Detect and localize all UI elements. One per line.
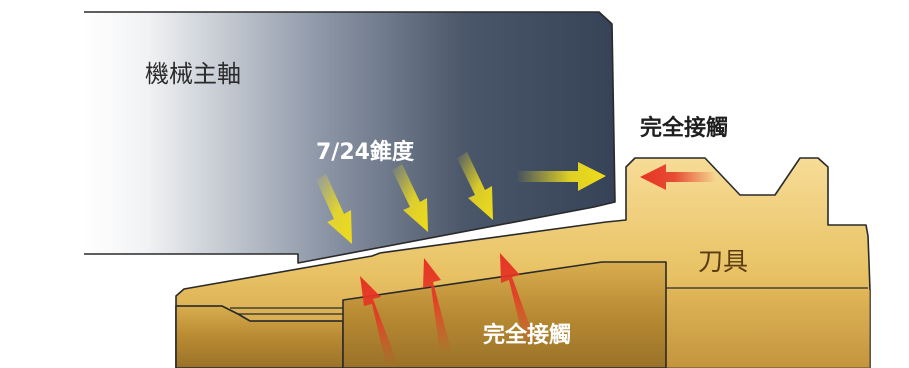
yellow-arrow-icon [516,162,606,191]
yellow-arrow-icon [392,164,428,232]
spindle-label: 機械主軸 [145,60,241,88]
red-arrow-icon [423,258,451,353]
tool-body [175,157,871,368]
contact-force-arrows [360,164,716,365]
red-arrow-icon [500,253,536,346]
contact-label-bottom: 完全接觸 [483,322,571,348]
red-arrow-icon [640,164,716,190]
red-arrow-icon [360,276,397,365]
tool-label: 刀具 [698,247,748,276]
yellow-arrow-icon [457,152,493,220]
taper-label: 7/24錐度 [316,139,415,165]
yellow-arrow-icon [316,174,352,244]
clamping-force-arrows [316,152,606,244]
contact-label-top: 完全接觸 [640,115,728,141]
